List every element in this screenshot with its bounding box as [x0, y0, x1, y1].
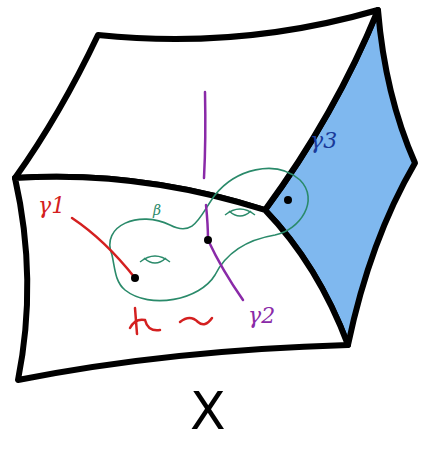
- handle: [225, 209, 255, 215]
- gamma1-squiggle: [130, 318, 212, 330]
- space-label: X: [190, 385, 226, 437]
- gamma1-curve: [72, 218, 135, 278]
- point: [204, 236, 212, 244]
- gamma2-label: γ2: [248, 305, 275, 327]
- gamma2-curve: [204, 92, 243, 300]
- handle: [140, 256, 170, 262]
- point: [284, 196, 292, 204]
- beta-label: β: [153, 203, 161, 217]
- gamma1-squiggle: [135, 308, 137, 334]
- gamma3-label: γ3: [310, 130, 337, 152]
- gamma1-label: γ1: [38, 195, 65, 217]
- front-face: [15, 177, 348, 380]
- handle: [229, 211, 251, 216]
- point: [131, 274, 139, 282]
- handle: [144, 258, 166, 263]
